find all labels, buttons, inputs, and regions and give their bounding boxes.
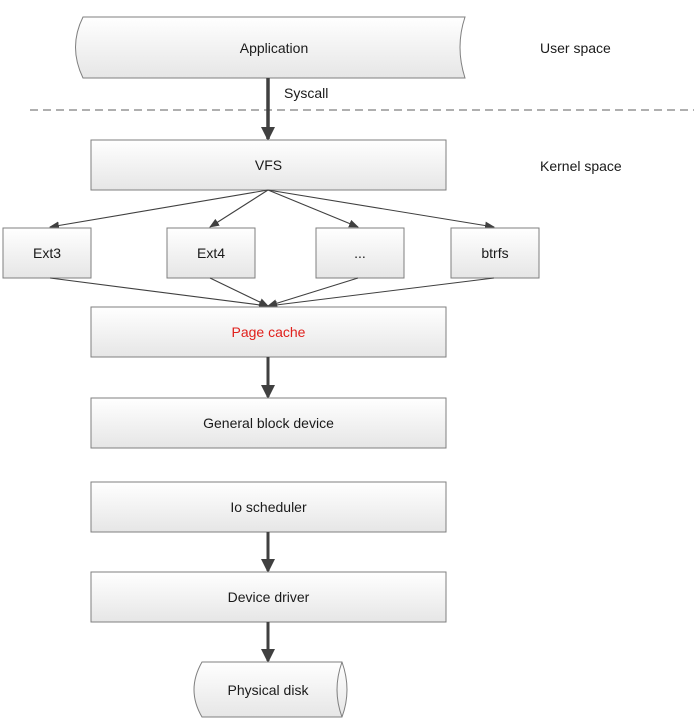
fs-fanin-arrows [49, 277, 495, 309]
kernel-space-label: Kernel space [540, 158, 622, 174]
page-cache-label: Page cache [231, 324, 306, 340]
vfs-fanout-arrows [49, 189, 495, 230]
btrfs-label: btrfs [481, 245, 509, 261]
page-cache-box [90, 306, 447, 358]
physical-disk-label: Physical disk [227, 682, 309, 698]
ext4-label: Ext4 [196, 245, 225, 261]
application-label: Application [239, 40, 309, 56]
general-block-device-label: General block device [203, 415, 334, 431]
user-space-label: User space [540, 40, 611, 56]
vfs-label: VFS [254, 157, 283, 173]
io-scheduler-box [90, 481, 447, 533]
application-shape [75, 16, 466, 79]
syscall-label: Syscall [284, 85, 329, 101]
ellipsis-label: ... [354, 245, 366, 261]
device-driver-label: Device driver [227, 589, 310, 605]
device-driver-box [90, 571, 447, 623]
btrfs-box [450, 227, 540, 279]
vfs-box [90, 139, 447, 191]
ext3-box [2, 227, 92, 279]
ellipsis-box [315, 227, 405, 279]
general-block-device-box [90, 397, 447, 449]
io-scheduler-label: Io scheduler [230, 499, 307, 515]
ext3-label: Ext3 [32, 245, 61, 261]
physical-disk-inner-curve [336, 661, 343, 718]
